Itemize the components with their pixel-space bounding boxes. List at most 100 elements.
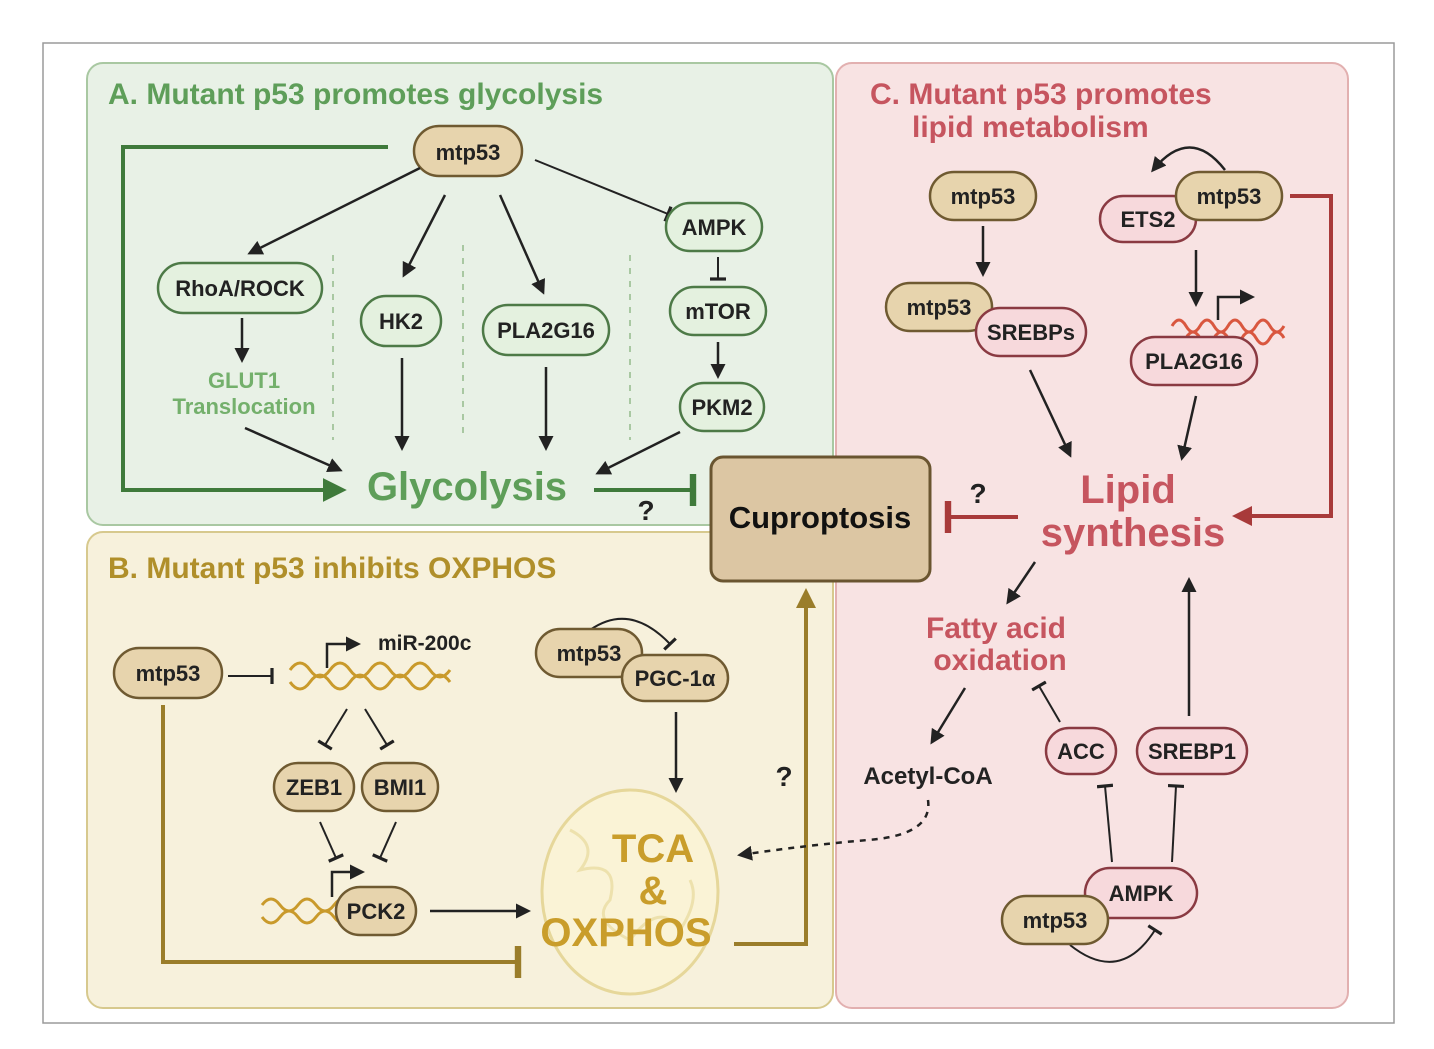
node-pkm2: PKM2 [678,381,766,433]
node-bmi1: BMI1 [360,761,440,813]
svg-text:mTOR: mTOR [685,299,751,324]
arrow-pla2g16-to-lipid [1177,395,1198,461]
node-cuproptosis: Cuproptosis [709,455,932,583]
node-mtp53-c-b: mtp53 [884,281,994,333]
panel-a-title: A. Mutant p53 promotes glycolysis [108,78,603,111]
node-acc: ACC [1044,726,1118,776]
svg-text:mtp53: mtp53 [1197,184,1262,209]
svg-text:mtp53: mtp53 [951,184,1016,209]
glut1-label: GLUT1 [208,368,280,393]
dna-helix-small-icon [260,897,354,925]
node-mtp53-b: mtp53 [112,646,224,700]
inhibit-mtp53-to-oxphos [161,705,522,978]
inhibit-bmi1-to-pck2 [372,821,397,863]
panel-b-title: B. Mutant p53 inhibits OXPHOS [108,552,556,585]
svg-text:AMPK: AMPK [1109,881,1174,906]
svg-text:ZEB1: ZEB1 [286,775,342,800]
lipid-label: Lipid [1080,468,1176,512]
arrow-mtp53-to-pla2g16 [498,194,545,295]
node-pgc1a: PGC-1α [620,653,730,703]
node-zeb1: ZEB1 [272,761,356,813]
svg-text:BMI1: BMI1 [374,775,427,800]
svg-text:PKM2: PKM2 [691,395,752,420]
fao-label-line1: Fatty acid [926,612,1066,645]
arrow-fao-to-acetylcoa [930,687,967,745]
arrow-acetylcoa-to-tca [737,799,930,861]
node-rhoa-rock: RhoA/ROCK [156,261,324,315]
svg-text:PCK2: PCK2 [347,899,406,924]
svg-text:mtp53: mtp53 [557,641,622,666]
arrow-mtp53-to-ets2 [1151,146,1226,173]
inhibit-acc-to-fao [1031,680,1061,723]
dna-helix-icon [288,661,452,691]
arrow-mtp53-to-rhoa [247,166,421,255]
glycolysis-label: Glycolysis [367,465,567,509]
arrow-mtp53-to-hk2 [402,194,447,278]
transcription-start-icon [325,636,361,668]
svg-text:SREBP1: SREBP1 [1148,739,1236,764]
node-srebps: SREBPs [974,306,1088,358]
inhibit-mtp53-to-ampk-c [1069,924,1163,963]
inhibit-ampk-to-acc [1096,783,1114,863]
svg-text:PGC-1α: PGC-1α [635,666,716,691]
node-mtor: mTOR [668,285,768,337]
node-pla2g16-a: PLA2G16 [481,303,611,357]
ampersand-label: & [639,869,668,913]
arrow-oxphos-to-cuproptosis [734,588,816,946]
svg-text:AMPK: AMPK [682,215,747,240]
svg-text:RhoA/ROCK: RhoA/ROCK [175,276,305,301]
node-ampk-a: AMPK [664,201,764,253]
mir200c-label: miR-200c [378,632,472,655]
arrow-srebps-to-lipid [1028,369,1072,458]
transcription-start-icon [1216,289,1255,320]
svg-text:Cuproptosis: Cuproptosis [729,500,912,535]
node-mtp53-ets: mtp53 [1174,170,1284,222]
node-ampk-c: AMPK [1083,866,1199,920]
inhibit-mtp53-to-pgc1a [589,617,677,651]
svg-text:mtp53: mtp53 [136,661,201,686]
inhibit-mir200c-to-zeb1 [317,708,348,751]
synthesis-label: synthesis [1041,511,1226,555]
svg-text:PLA2G16: PLA2G16 [1145,349,1243,374]
svg-text:SREBPs: SREBPs [987,320,1075,345]
arrow-mtp53-to-glycolysis [121,145,388,502]
tca-label: TCA [612,827,694,871]
arrow-glut1-to-glycolysis [244,426,343,473]
svg-text:ETS2: ETS2 [1120,207,1175,232]
transcription-start-icon [330,864,365,897]
fao-label-line2: oxidation [933,644,1066,677]
node-mtp53-a: mtp53 [412,124,524,178]
oxphos-label: OXPHOS [540,911,711,955]
svg-text:mtp53: mtp53 [1023,908,1088,933]
inhibit-mir200c-to-bmi1 [364,708,395,751]
translocation-label: Translocation [172,394,315,419]
node-pck2: PCK2 [334,885,418,937]
panel-c-title-line1: C. Mutant p53 promotes [870,78,1212,111]
acetyl-coa-label: Acetyl-CoA [863,763,992,790]
svg-text:HK2: HK2 [379,309,423,334]
svg-text:mtp53: mtp53 [907,295,972,320]
node-pla2g16-c: PLA2G16 [1129,335,1259,387]
arrow-mtp53-to-lipid-synthesis [1232,194,1333,526]
panel-b-background [86,531,834,1009]
svg-text:ACC: ACC [1057,739,1105,764]
node-mtp53-pgc: mtp53 [534,627,644,679]
question-mark-c: ? [969,478,986,509]
node-mtp53-c-a: mtp53 [928,170,1038,222]
panel-a-background [86,62,834,526]
inhibit-zeb1-to-pck2 [319,821,344,863]
question-mark-b: ? [775,761,792,792]
svg-text:PLA2G16: PLA2G16 [497,318,595,343]
node-hk2: HK2 [359,294,443,348]
panel-c-title-line2: lipid metabolism [912,111,1149,144]
question-mark-a: ? [637,495,654,526]
arrow-pkm2-to-glycolysis [595,430,681,475]
inhibit-ampk-to-srebp1 [1167,783,1185,863]
svg-text:mtp53: mtp53 [436,140,501,165]
node-mtp53-ampk: mtp53 [1000,894,1110,946]
mitochondrion-icon [540,788,720,996]
node-srebp1: SREBP1 [1135,726,1249,776]
inhibit-mtp53-to-ampk [534,159,673,223]
